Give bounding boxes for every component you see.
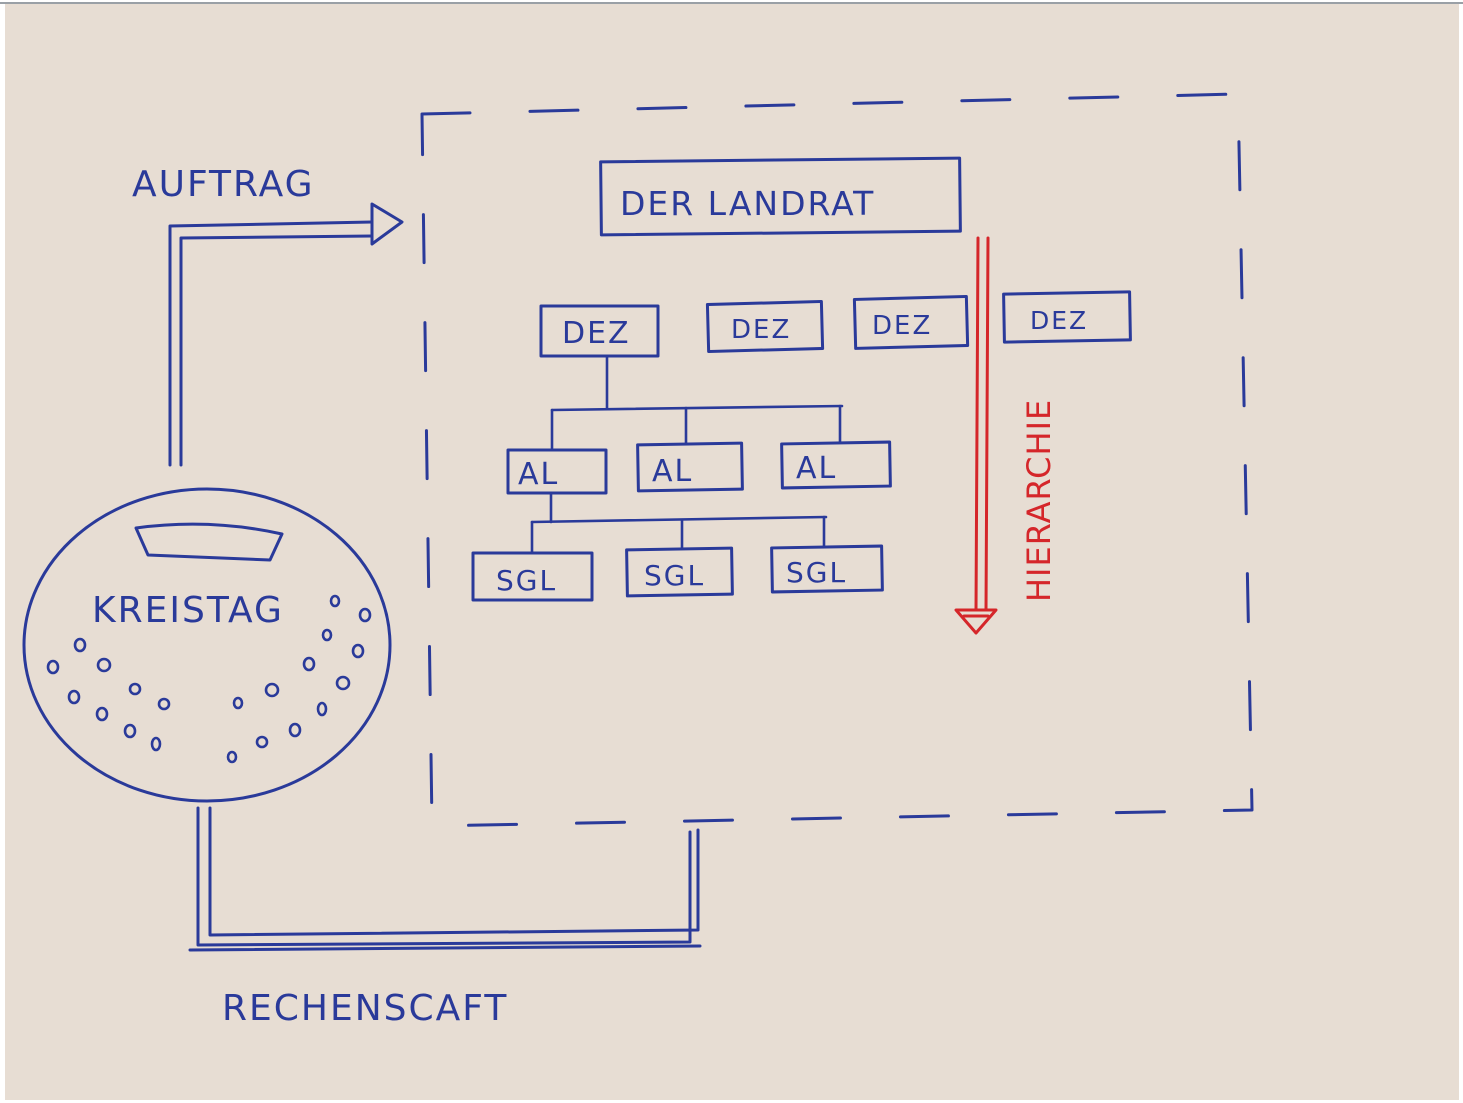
kreistag-label: KREISTAG xyxy=(92,590,284,631)
al-label-2: AL xyxy=(652,454,693,489)
dez-label-3: DEZ xyxy=(872,311,932,341)
dez-label-4: DEZ xyxy=(1030,306,1088,335)
al-label-1: AL xyxy=(518,457,559,492)
hierarchie-label: HIERARCHIE xyxy=(1020,399,1058,602)
sgl-label-3: SGL xyxy=(786,556,847,589)
dez-label-1: DEZ xyxy=(562,316,631,351)
rechenschaft-label: RECHENSCAFT xyxy=(222,988,508,1029)
dez-label-2: DEZ xyxy=(731,315,791,345)
al-label-3: AL xyxy=(796,451,837,486)
sgl-label-1: SGL xyxy=(496,564,557,597)
auftrag-label: AUFTRAG xyxy=(132,164,315,205)
sgl-label-2: SGL xyxy=(644,559,705,592)
landrat-label: DER LANDRAT xyxy=(620,184,875,223)
